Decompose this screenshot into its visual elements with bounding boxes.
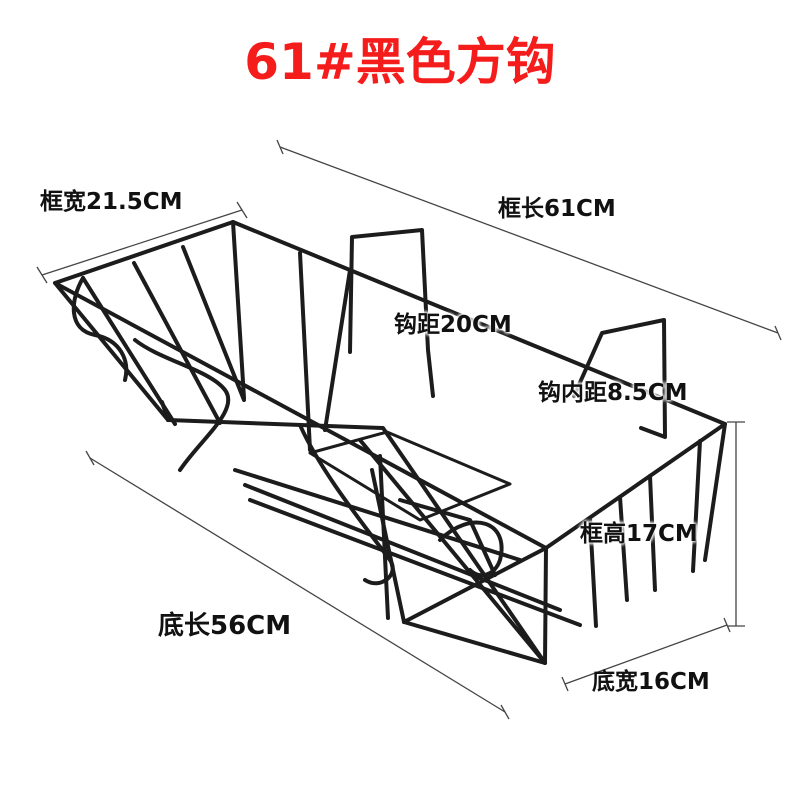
basket-wires <box>53 220 727 665</box>
frame-length-label: 框长61CM <box>498 196 616 222</box>
product-title: 61#黑色方钩 <box>244 33 556 91</box>
frame-width-label: 框宽21.5CM <box>40 189 183 215</box>
bottom-width-label: 底宽16CM <box>592 669 710 695</box>
hook-distance-label: 钩距20CM <box>394 312 512 338</box>
dimension-lines <box>36 139 782 720</box>
hook-inner-distance-label: 钩内距8.5CM <box>538 380 688 406</box>
frame-height-label: 框高17CM <box>580 521 698 547</box>
bottom-length-label: 底长56CM <box>158 611 292 641</box>
